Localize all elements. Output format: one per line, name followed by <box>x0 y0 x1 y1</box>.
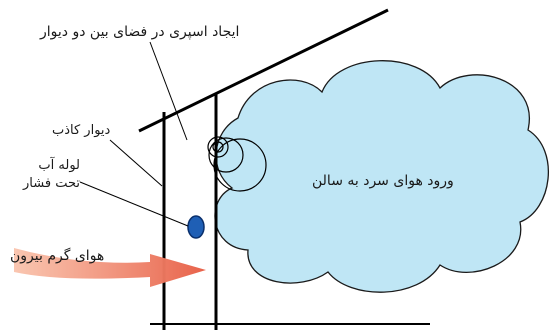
roof-line <box>138 8 389 133</box>
cold-air-cloud <box>214 60 549 293</box>
water-pipe-label: لوله آب تحت فشار <box>8 157 80 193</box>
warm-air-arrow <box>14 248 206 287</box>
water-pipe-label-line2: تحت فشار <box>23 176 80 191</box>
water-pipe-icon <box>187 215 205 239</box>
leader-false-wall <box>109 139 163 187</box>
spray-label: ایجاد اسپری در فضای بین دو دیوار <box>40 24 240 40</box>
false-wall-label: دیوار کاذب <box>52 123 111 138</box>
leader-spray <box>149 41 188 141</box>
warm-air-label: هوای گرم بیرون <box>10 248 105 264</box>
water-pipe-label-line1: لوله آب <box>38 158 80 173</box>
leader-pipe <box>79 181 189 227</box>
spray-nozzle-icon <box>207 136 267 192</box>
cold-air-label: ورود هوای سرد به سالن <box>312 173 454 189</box>
